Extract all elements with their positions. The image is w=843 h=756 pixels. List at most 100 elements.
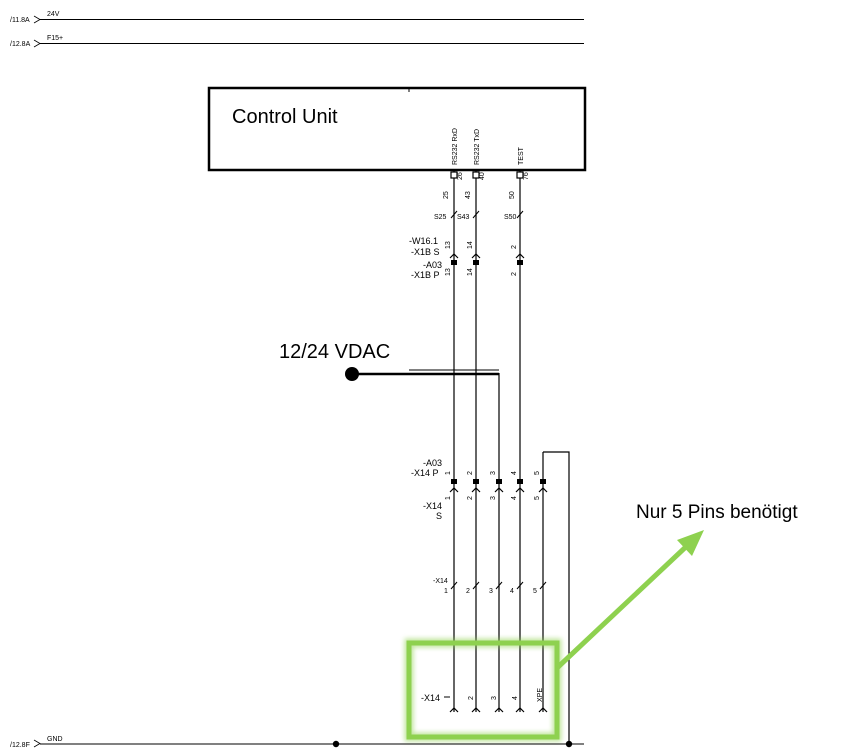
rail-f15: /12.8A F15+ (10, 35, 584, 48)
splice-mark-1 (450, 210, 458, 219)
highlight-box (406, 640, 560, 740)
x14bot-socket-2 (471, 707, 481, 713)
w16-label-2: -X1B S (411, 247, 440, 257)
x14s-socket-2 (471, 487, 481, 493)
a03-x14-pin-5: 5 (534, 471, 541, 475)
x14mid-label: -X14 (433, 578, 448, 585)
rail-gnd: /12.8F GND (10, 736, 584, 749)
x14mid-pin-3: 3 (489, 588, 493, 595)
highlight-glow (404, 638, 562, 742)
x14s-socket-1 (449, 487, 459, 493)
splice-s50: S50 (504, 214, 517, 221)
w16-pin-3: 2 (511, 245, 518, 249)
connector-x14-s: 1 2 3 4 5 -X14 S (423, 487, 548, 521)
cu-terminals (450, 171, 524, 179)
x14bot-socket-3 (494, 707, 504, 713)
x14s-pin-3: 3 (490, 496, 497, 500)
a03-x1b-label-1: -A03 (423, 260, 442, 270)
x14mid-pin-4: 4 (510, 588, 514, 595)
splice-s43: S43 (457, 214, 470, 221)
x14bot-pin-3: 3 (491, 696, 498, 700)
terminal-test (516, 171, 524, 179)
a03-x14-pin-block-4 (517, 479, 523, 484)
wire-num-25: 25 (443, 191, 450, 199)
pin-name-txd: RS232 TxD (474, 129, 481, 165)
splice-mark-2 (472, 210, 480, 219)
a03-x14-pin-2: 2 (467, 471, 474, 475)
rail-24v: /11.8A 24V (10, 11, 584, 24)
x14mid-mark-4 (516, 581, 524, 590)
a03-x14-pin-block-2 (473, 479, 479, 484)
a03-x14-pin-block-1 (451, 479, 457, 484)
x14s-label-2: S (436, 511, 442, 521)
a03-x14-pin-3: 3 (490, 471, 497, 475)
splice-s25: S25 (434, 214, 447, 221)
rail-gnd-name: GND (47, 736, 63, 743)
a03-x14-label-2: -X14 P (411, 468, 439, 478)
wire-num-43: 43 (465, 191, 472, 199)
x14s-socket-4 (515, 487, 525, 493)
control-unit-box: Control Unit RS232 RxD RS232 TxD TEST 26… (207, 86, 587, 180)
a03-x14-pin-block-3 (496, 479, 502, 484)
x14bot-pin-4: 4 (512, 696, 519, 700)
a03-x14-label-1: -A03 (423, 458, 442, 468)
w16-pin-1: 13 (445, 241, 452, 249)
x14mid-mark-2 (472, 581, 480, 590)
highlight-annotation: Nur 5 Pins benötigt (404, 502, 798, 742)
wire-num-50: 50 (509, 191, 516, 199)
pin-name-test: TEST (518, 146, 525, 165)
gnd-junction-left (332, 740, 340, 748)
splice-row: S25 S43 S50 (434, 210, 524, 221)
wire-pin5-gnd (543, 451, 570, 744)
a03-x1b-pin-block-2 (473, 260, 479, 265)
x14s-socket-3 (494, 487, 504, 493)
x14s-label-1: -X14 (423, 501, 442, 511)
x14bot-pin-2: 2 (468, 696, 475, 700)
x14s-pin-2: 2 (467, 496, 474, 500)
w16-label-1: -W16.1 (409, 236, 438, 246)
annotation-arrow-shaft (555, 541, 692, 670)
rail-24v-ref: /11.8A (10, 17, 30, 24)
x14mid-mark-5 (539, 581, 547, 590)
pin-num-test: 76 (523, 172, 530, 180)
x14bot-socket-1 (449, 707, 459, 713)
a03-x1b-pin-2: 14 (467, 268, 474, 276)
rail-24v-name: 24V (47, 11, 60, 18)
supply-label: 12/24 VDAC (279, 341, 390, 363)
x14mid-pin-5: 5 (533, 588, 537, 595)
a03-x14-pin-4: 4 (511, 471, 518, 475)
pin-num-rxd: 26 (457, 172, 464, 180)
x14mid-mark-3 (495, 581, 503, 590)
x14mid-pin-2: 2 (466, 588, 470, 595)
terminal-txd (472, 171, 480, 179)
x14mid-mark-1 (450, 581, 458, 590)
pin-num-txd: 40 (479, 172, 486, 180)
wire-bundle (453, 170, 570, 744)
annotation-text: Nur 5 Pins benötigt (636, 502, 798, 523)
pin-name-rxd: RS232 RxD (452, 128, 459, 165)
a03-x14-pin-1: 1 (445, 471, 452, 475)
a03-x1b-pin-block-1 (451, 260, 457, 265)
x14s-pin-4: 4 (511, 496, 518, 500)
connector-a03-x1b-p: -A03 -X1B P 13 14 2 (411, 260, 523, 280)
gnd-junction-right (565, 740, 573, 748)
splice-mark-3 (516, 210, 524, 219)
connector-x14-mid: -X14 1 2 3 4 5 (433, 578, 547, 595)
rail-gnd-ref: /12.8F (10, 742, 30, 749)
x14s-pin-5: 5 (534, 496, 541, 500)
rail-f15-arrow (33, 39, 41, 48)
rail-gnd-arrow (33, 739, 41, 748)
a03-x1b-pin-1: 13 (445, 268, 452, 276)
x14bot-pin-xpe: XPE (537, 688, 544, 702)
w16-pin-2: 14 (467, 241, 474, 249)
w16-socket-1 (449, 253, 459, 259)
a03-x1b-pin-block-3 (517, 260, 523, 265)
rail-f15-name: F15+ (47, 35, 63, 42)
x14bot-socket-5 (538, 707, 548, 713)
connector-x14-bottom: -X14 2 3 4 XPE (421, 688, 548, 713)
connector-a03-x14-p: -A03 -X14 P 1 2 3 4 5 (411, 458, 546, 484)
x14bot-socket-4 (515, 707, 525, 713)
a03-x14-pin-block-5 (540, 479, 546, 484)
connector-w16-x1b-s: -W16.1 -X1B S 13 14 2 (409, 236, 525, 259)
